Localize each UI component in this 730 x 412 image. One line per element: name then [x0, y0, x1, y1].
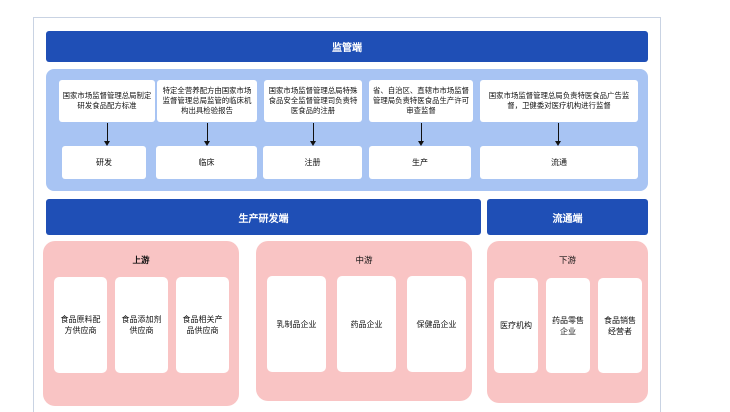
- upstream-group: 上游 食品原料配方供应商 食品添加剂供应商 食品相关产品供应商: [43, 241, 239, 406]
- midstream-item: 乳制品企业: [267, 276, 326, 372]
- supervision-desc-clinical: 特定全营养配方由国家市场监督管理总局监管的临床机构出具检验报告: [157, 80, 257, 122]
- arrow-down-icon: [310, 123, 316, 146]
- downstream-group: 下游 医疗机构 药品零售企业 食品销售经营者: [487, 241, 648, 403]
- supervision-desc-circulation: 国家市场监督管理总局负责特医食品广告监督，卫健委对医疗机构进行监督: [480, 80, 638, 122]
- arrow-down-icon: [104, 123, 110, 146]
- midstream-group: 中游 乳制品企业 药品企业 保健品企业: [256, 241, 472, 401]
- supervision-desc-production: 省、自治区、直辖市市场监督管理局负责特医食品生产许可审查监督: [369, 80, 473, 122]
- supervision-desc-registration: 国家市场监督管理总局特殊食品安全监督管理司负责特医食品的注册: [264, 80, 362, 122]
- stage-production: 生产: [369, 146, 471, 179]
- downstream-item: 食品销售经营者: [598, 278, 642, 373]
- circulation-header: 流通端: [487, 199, 648, 235]
- stage-circulation: 流通: [480, 146, 638, 179]
- arrow-down-icon: [204, 123, 210, 146]
- stage-rd: 研发: [62, 146, 146, 179]
- downstream-item: 医疗机构: [494, 278, 538, 373]
- upstream-item: 食品相关产品供应商: [176, 277, 229, 373]
- downstream-item: 药品零售企业: [546, 278, 590, 373]
- supervision-header: 监管端: [46, 31, 648, 62]
- upstream-title: 上游: [132, 256, 150, 266]
- upstream-item: 食品原料配方供应商: [54, 277, 107, 373]
- production-header: 生产研发端: [46, 199, 481, 235]
- supervision-panel: 国家市场监督管理总局制定研发食品配方标准 特定全营养配方由国家市场监督管理总局监…: [46, 69, 648, 191]
- arrow-down-icon: [555, 123, 561, 146]
- upstream-item: 食品添加剂供应商: [115, 277, 168, 373]
- arrow-down-icon: [418, 123, 424, 146]
- stage-clinical: 临床: [156, 146, 257, 179]
- midstream-item: 药品企业: [337, 276, 396, 372]
- midstream-item: 保健品企业: [407, 276, 466, 372]
- midstream-title: 中游: [355, 256, 373, 266]
- stage-registration: 注册: [263, 146, 362, 179]
- downstream-title: 下游: [558, 256, 576, 266]
- supervision-desc-rd: 国家市场监督管理总局制定研发食品配方标准: [59, 80, 155, 122]
